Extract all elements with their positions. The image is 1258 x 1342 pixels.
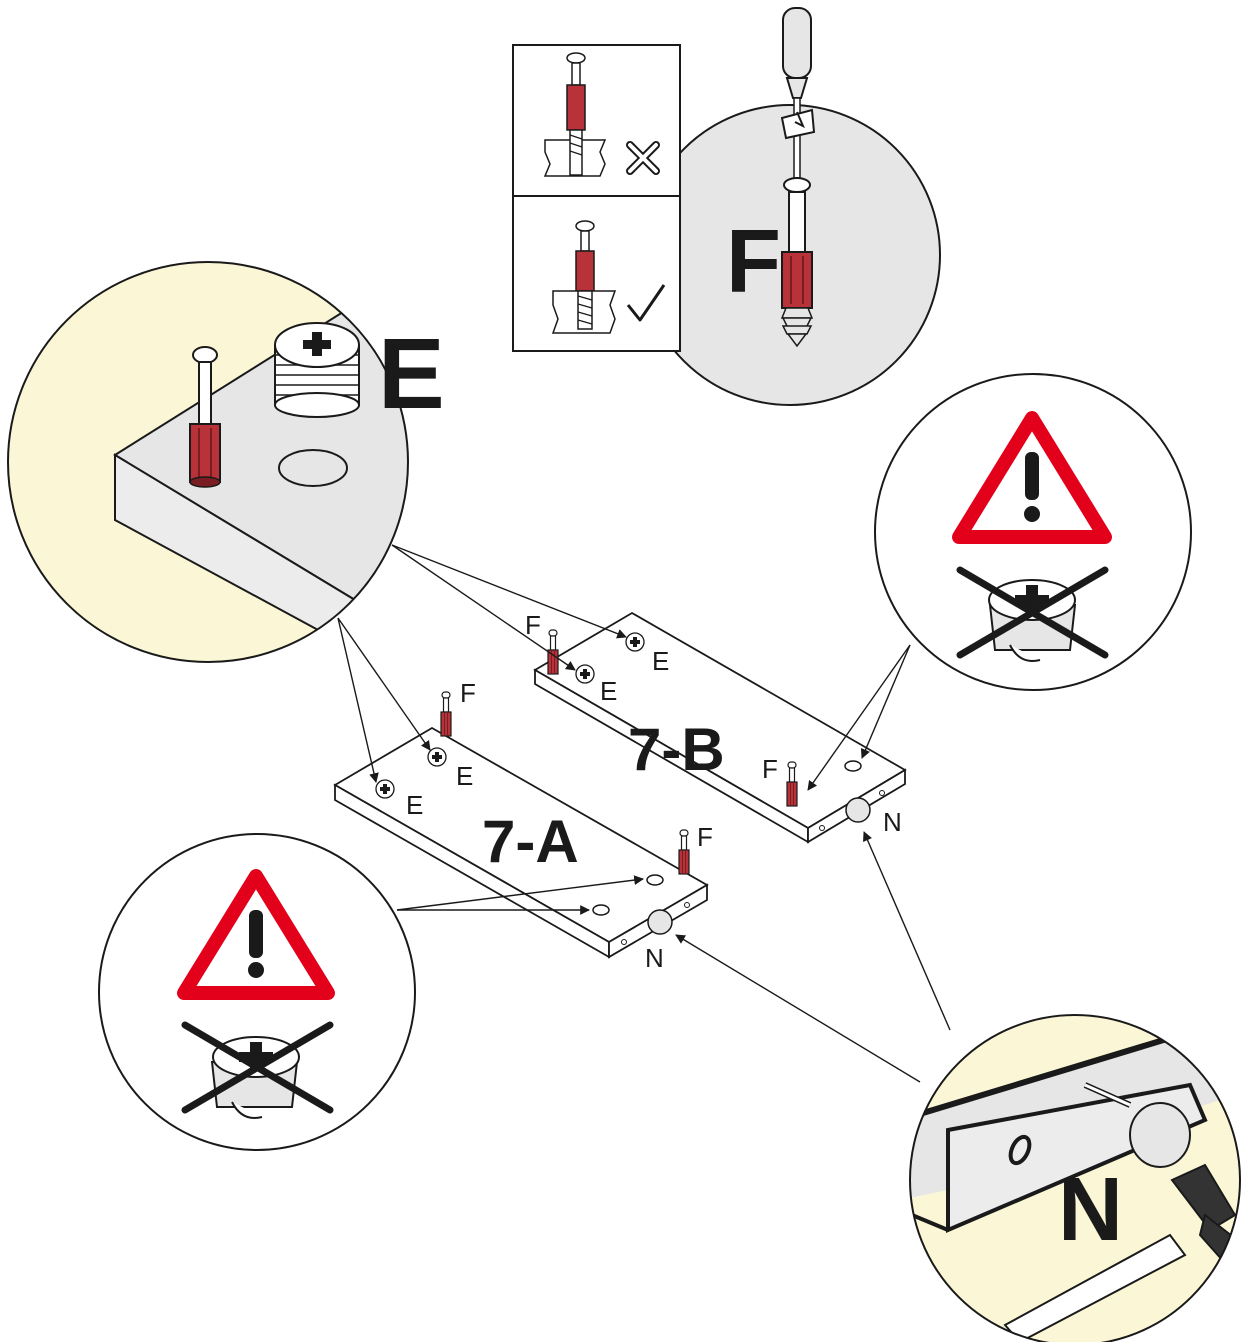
detail-e-circle: E <box>7 261 445 663</box>
prohibited-cross <box>956 566 1109 659</box>
dowel-a2 <box>678 829 690 875</box>
label-7-b: 7-B <box>628 716 725 783</box>
label-a-f2: F <box>697 822 713 852</box>
warning-triangle-icon <box>177 869 335 1000</box>
check-mark-icon <box>626 284 666 322</box>
dowel-detail-f <box>780 177 814 348</box>
label-a-f1: F <box>460 678 476 708</box>
cam-lock-a1 <box>427 747 447 767</box>
label-b-n: N <box>883 807 902 837</box>
dowel-a1 <box>440 691 452 737</box>
screwdriver-icon <box>780 7 816 179</box>
cam-lock-detail-e <box>274 322 360 487</box>
cam-lock-b1 <box>625 632 645 652</box>
detail-n-circle: N <box>909 1014 1241 1342</box>
dowel-detail-e <box>189 346 221 488</box>
warning-circle-left <box>98 833 416 1151</box>
panel-7-a: 7-A F E E F N <box>333 678 713 973</box>
prohibited-cross <box>181 1021 334 1114</box>
right-install-illustration <box>551 220 617 334</box>
detail-f-circle: F <box>639 7 941 406</box>
label-detail-f: F <box>726 212 781 312</box>
label-detail-n: N <box>1058 1160 1123 1260</box>
install-comparison-box <box>512 44 681 352</box>
label-a-e2: E <box>406 790 423 820</box>
cam-lock-icon <box>988 579 1077 662</box>
cross-mark-icon <box>626 141 660 175</box>
label-7-a: 7-A <box>482 808 579 875</box>
panel-7-b: 7-B F E E F N <box>525 610 907 844</box>
label-a-n: N <box>645 943 664 973</box>
label-b-e2: E <box>600 676 617 706</box>
cam-lock-a2 <box>375 779 395 799</box>
label-b-f1: F <box>525 610 541 640</box>
label-b-f2: F <box>762 754 778 784</box>
cam-lock-b2 <box>575 664 595 684</box>
wrong-install-illustration <box>543 52 607 177</box>
warning-circle-right <box>874 373 1192 691</box>
label-b-e1: E <box>652 646 669 676</box>
label-a-e1: E <box>456 761 473 791</box>
warning-triangle-icon <box>952 411 1112 544</box>
pointer-arrows <box>337 544 951 1083</box>
label-detail-e: E <box>378 318 445 430</box>
